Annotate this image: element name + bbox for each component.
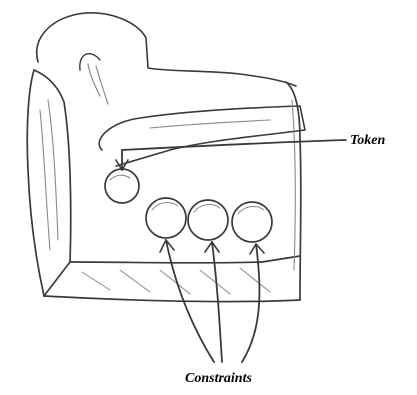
wrist-frame	[27, 70, 71, 296]
constraint-ball-2	[188, 200, 228, 240]
constraint-balls	[146, 198, 272, 242]
thumb	[99, 106, 305, 166]
constraint-ball-1	[146, 198, 186, 238]
hand-outline	[37, 13, 296, 104]
token-ball	[105, 169, 139, 203]
right-post	[286, 82, 301, 300]
token-label: Token	[350, 133, 385, 149]
constraint-ball-3	[232, 202, 272, 242]
constraints-label: Constraints	[185, 371, 252, 387]
